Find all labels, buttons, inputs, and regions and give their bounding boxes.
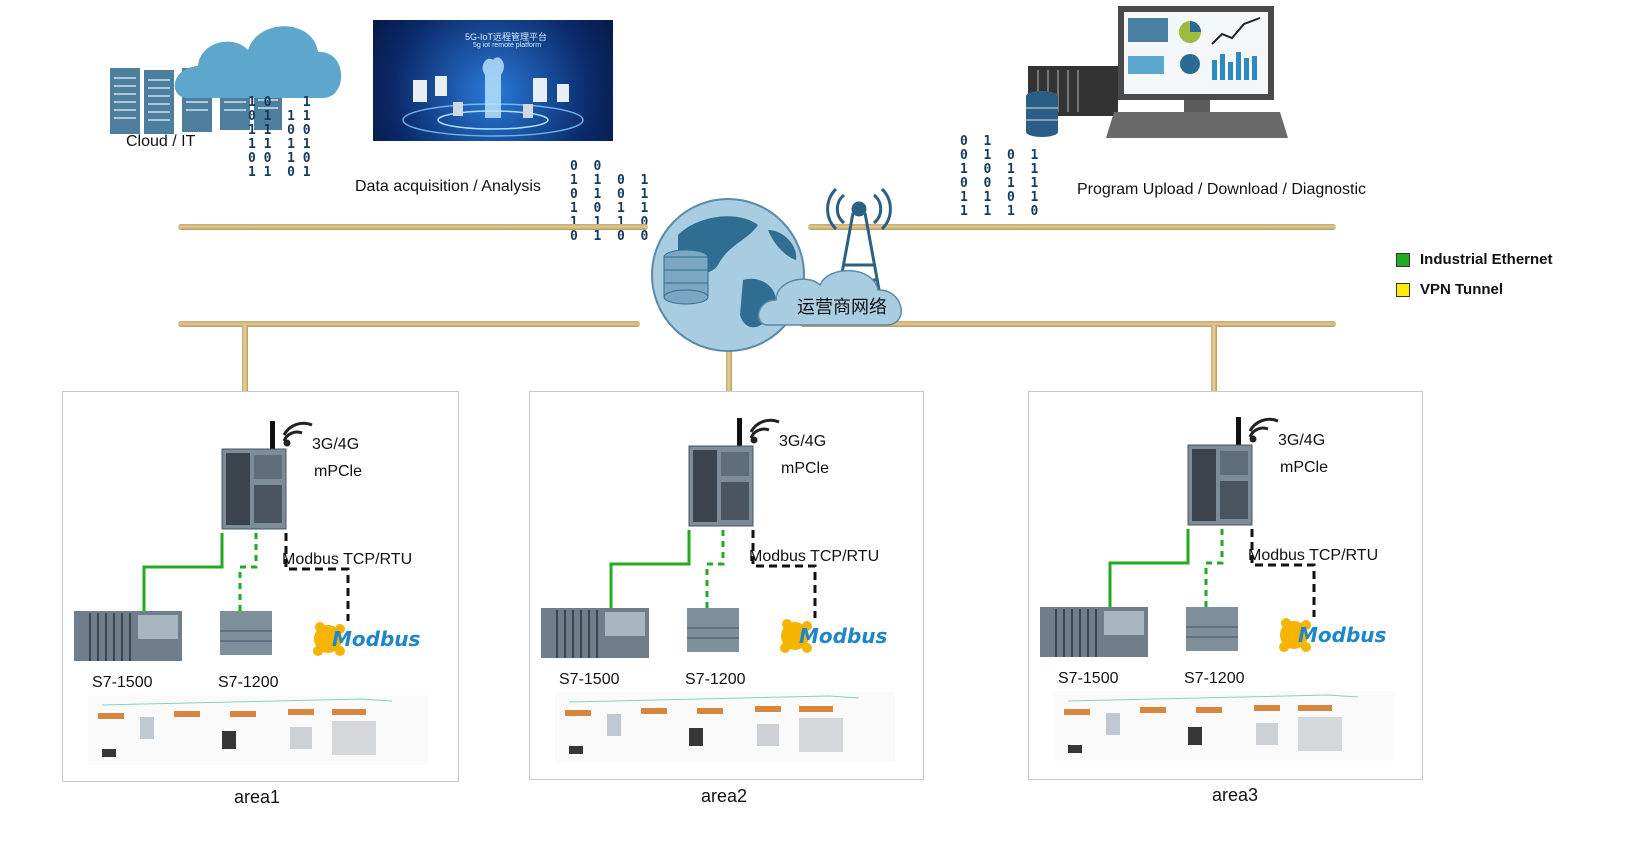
wireless-label: 3G/4G — [312, 436, 360, 453]
legend-label-vpn: VPN Tunnel — [1420, 281, 1504, 298]
modbus-logo-icon — [780, 619, 812, 653]
area1-label: area1 — [234, 787, 281, 807]
protocol-label: Modbus TCP/RTU — [1248, 547, 1379, 564]
vpn-bus-upper-left — [178, 224, 648, 230]
router-antenna-icon — [270, 421, 275, 455]
plc-s7-1500-icon — [1040, 607, 1148, 657]
workstation-group — [1024, 4, 1294, 144]
screen-subtitle: 5g iot remote platform — [473, 42, 542, 49]
binary-stream-right: 0 1 0 1 0 1 1 0 1 1 0 0 1 1 1 1 0 1 1 1 … — [960, 134, 1039, 219]
vpn-bus-lower-left — [178, 321, 640, 327]
vpn-drop-area1 — [242, 325, 248, 447]
carrier-cloud-icon — [757, 269, 902, 326]
modbus-logo-text: Modbus — [1298, 623, 1387, 647]
modbus-logo-icon — [1279, 618, 1311, 652]
legend-swatch-vpn — [1396, 283, 1410, 297]
antenna-tower-icon — [826, 187, 892, 296]
wifi-icon — [749, 418, 780, 444]
plc1-label: S7-1500 — [92, 674, 153, 691]
process-flow-thumbnail — [555, 692, 895, 762]
module-label: mPCle — [314, 463, 363, 480]
legend-swatch-ethernet — [1396, 253, 1410, 267]
globe-icon — [651, 187, 902, 352]
modbus-logo-icon — [313, 622, 345, 656]
wifi-icon — [282, 421, 313, 447]
cloud-it-group: 1 0 1 0 1 1 1 1 1 0 0 1 1 1 1 0 0 1 0 1 … — [108, 8, 348, 198]
plc2-label: S7-1200 — [1184, 670, 1245, 687]
plc1-label: S7-1500 — [1058, 670, 1119, 687]
wireless-label: 3G/4G — [779, 433, 827, 450]
plc-s7-1200-icon — [220, 611, 272, 655]
wifi-icon — [1248, 417, 1279, 443]
module-label: mPCle — [781, 460, 830, 477]
cloud-icon — [174, 26, 342, 99]
binary-stream-center: 0 0 1 1 0 1 0 1 0 1 1 0 1 1 1 1 1 0 0 1 … — [570, 159, 649, 244]
router-antenna-icon — [737, 418, 742, 452]
area3-label: area3 — [1212, 785, 1259, 805]
vpn-bus-upper-right — [808, 224, 1336, 230]
area-wiring — [74, 421, 428, 765]
plc1-label: S7-1500 — [559, 671, 620, 688]
vpn-drop-area3 — [1211, 325, 1217, 447]
plc-s7-1200-icon — [687, 608, 739, 652]
modbus-logo-text: Modbus — [799, 624, 888, 648]
area-wiring — [1040, 417, 1394, 761]
area-wiring — [541, 418, 895, 762]
plc-s7-1500-icon — [74, 611, 182, 661]
computer-monitor-icon — [1026, 6, 1288, 138]
vpn-bus-lower-right — [800, 321, 1336, 327]
platform-visual-icon — [402, 57, 584, 137]
process-flow-thumbnail — [1054, 691, 1394, 761]
carrier-network-label: 运营商网络 — [797, 297, 887, 317]
modbus-logo-text: Modbus — [332, 627, 421, 651]
module-label: mPCle — [1280, 459, 1329, 476]
plc2-label: S7-1200 — [218, 674, 279, 691]
plc2-label: S7-1200 — [685, 671, 746, 688]
area2-label: area2 — [701, 786, 748, 806]
server-rack-icon — [110, 26, 342, 134]
carrier-network-group — [648, 185, 913, 355]
legend-label-ethernet: Industrial Ethernet — [1420, 251, 1553, 268]
program-upload-label: Program Upload / Download / Diagnostic — [1077, 181, 1367, 198]
cloud-it-label: Cloud / IT — [126, 133, 196, 150]
plc-s7-1200-icon — [1186, 607, 1238, 651]
process-flow-thumbnail — [88, 695, 428, 765]
protocol-label: Modbus TCP/RTU — [749, 548, 880, 565]
data-acquisition-label: Data acquisition / Analysis — [355, 178, 541, 195]
plc-s7-1500-icon — [541, 608, 649, 658]
monitoring-screen-image: 5G-IoT远程管理平台 5g iot remote platform — [373, 20, 613, 141]
binary-stream: 1 0 1 0 1 1 1 1 1 0 0 1 1 1 1 0 0 1 0 1 … — [248, 95, 311, 180]
wireless-label: 3G/4G — [1278, 432, 1326, 449]
protocol-label: Modbus TCP/RTU — [282, 551, 413, 568]
router-antenna-icon — [1236, 417, 1241, 451]
screen-title: 5G-IoT远程管理平台 — [465, 32, 548, 42]
